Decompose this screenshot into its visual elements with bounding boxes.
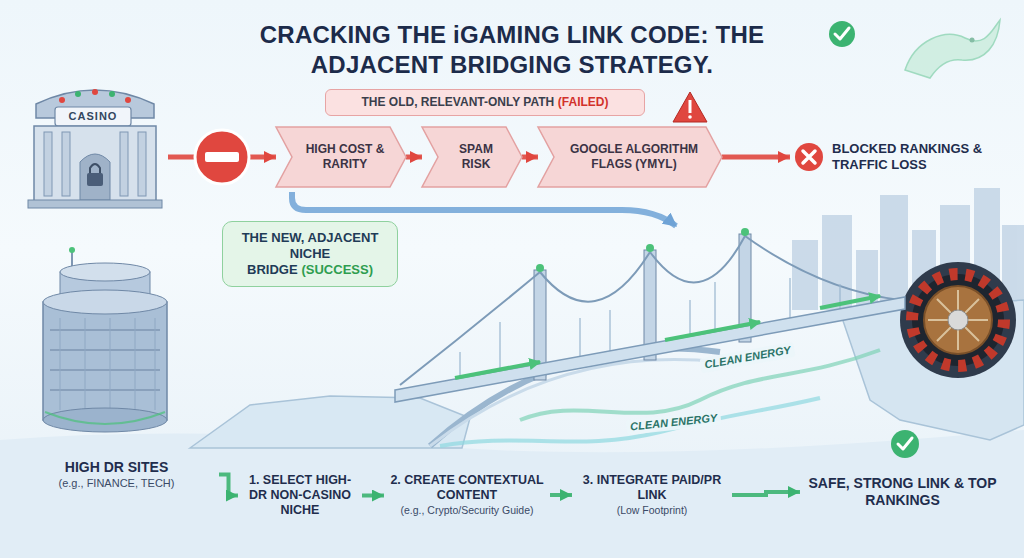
- node-subtext: (e.g., FINANCE, TECH): [18, 476, 215, 490]
- node-subtext: (SUCCESS): [301, 262, 373, 277]
- flow-arrow: [522, 155, 538, 160]
- flow-arrow: [722, 155, 790, 160]
- energy-wave: [440, 398, 820, 446]
- diagram-title: CRACKING THE iGAMING LINK CODE: THE ADJA…: [252, 20, 772, 80]
- chevron-outline: [538, 127, 722, 187]
- node-text: 2. CREATE CONTEXTUAL CONTENT: [388, 473, 546, 503]
- annotation-label: CLEAN ENERGY: [699, 342, 796, 373]
- node-text: 1. SELECT HIGH-DR NON-CASINO NICHE: [242, 473, 358, 518]
- casino-building: [28, 89, 162, 208]
- flow-arrow: [219, 475, 238, 496]
- roulette-wheel: [900, 262, 1016, 378]
- chevron-outline: [276, 127, 406, 187]
- node-text: SPAM RISK: [446, 142, 506, 172]
- warning-icon: [673, 92, 707, 122]
- flow-arrow: [732, 492, 800, 495]
- ice-ground: [0, 430, 1024, 558]
- node-subtext: (Low Footprint): [576, 504, 728, 517]
- node-text: CASINO: [18, 110, 168, 123]
- node-text: GOOGLE ALGORITHM FLAGS (YMYL): [562, 142, 706, 172]
- source-box: HIGH DR SITES(e.g., FINANCE, TECH): [14, 457, 219, 492]
- node-text: HIGH DR SITES: [18, 459, 215, 476]
- node-subtext: (FAILED): [558, 95, 609, 109]
- node-text: 3. INTEGRATE PAID/PR LINK: [576, 473, 728, 503]
- check-icon: [891, 430, 919, 458]
- flow-arrow: [550, 493, 572, 497]
- chevron-outline: [422, 127, 522, 187]
- node-text: HIGH COST & RARITY: [300, 142, 390, 172]
- node-text: SAFE, STRONG LINK & TOP RANKINGS: [804, 475, 1001, 509]
- check-icon: [829, 21, 855, 47]
- bridge: [395, 228, 905, 446]
- left-cliff: [190, 396, 470, 448]
- blocked-icon: [794, 142, 824, 172]
- process-step: 3. INTEGRATE PAID/PR LINK(Low Footprint): [572, 471, 732, 519]
- outcome-box: SAFE, STRONG LINK & TOP RANKINGS: [800, 473, 1005, 511]
- path-banner: THE OLD, RELEVANT-ONLY PATH(FAILED): [325, 89, 645, 116]
- node-text: THE OLD, RELEVANT-ONLY PATH: [362, 95, 555, 109]
- path-banner: THE NEW, ADJACENT NICHE BRIDGE(SUCCESS): [222, 221, 398, 287]
- process-step: 1. SELECT HIGH-DR NON-CASINO NICHE: [238, 471, 362, 520]
- casino-building-box: CASINO: [18, 96, 168, 218]
- chevron-step: GOOGLE ALGORITHM FLAGS (YMYL): [538, 127, 722, 187]
- outcome-box: BLOCKED RANKINGS & TRAFFIC LOSS: [790, 137, 1005, 177]
- chevron-step: SPAM RISK: [422, 127, 522, 187]
- flow-arrow: [362, 494, 384, 498]
- node-text: BLOCKED RANKINGS & TRAFFIC LOSS: [832, 141, 1001, 173]
- node-subtext: (e.g., Crypto/Security Guide): [388, 504, 546, 517]
- data-center-building: [43, 247, 167, 432]
- process-step: 2. CREATE CONTEXTUAL CONTENT(e.g., Crypt…: [384, 471, 550, 519]
- flow-arrow: [406, 155, 422, 160]
- dragon-figure: [905, 20, 1000, 78]
- chevron-step: HIGH COST & RARITY: [276, 127, 406, 187]
